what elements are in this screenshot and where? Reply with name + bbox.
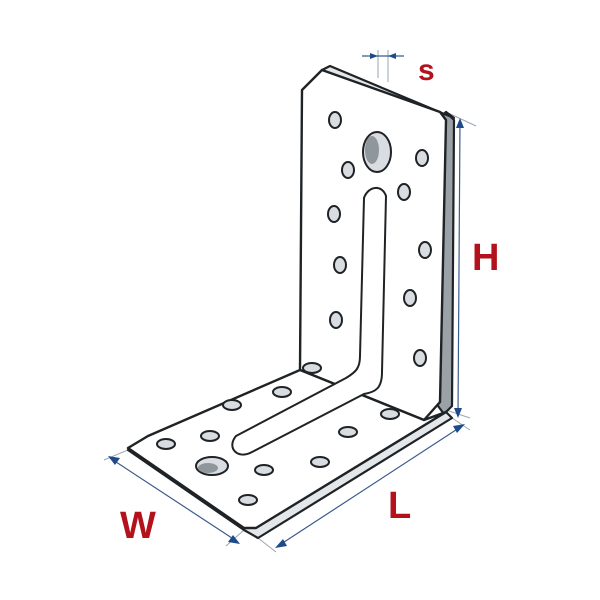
hole xyxy=(254,464,274,476)
l-arrow-right xyxy=(453,424,465,433)
h-arrow-top xyxy=(456,118,464,128)
hole xyxy=(338,426,358,438)
hole xyxy=(329,311,343,329)
h-arrow-bottom xyxy=(454,408,462,418)
w-arrow-top xyxy=(108,456,120,465)
hole xyxy=(238,494,258,506)
label-s: s xyxy=(418,54,435,87)
hole xyxy=(333,256,347,274)
hole xyxy=(397,183,411,201)
hole xyxy=(327,205,341,223)
hole xyxy=(328,111,342,129)
s-arrow-left xyxy=(370,53,378,59)
large-hole-shade xyxy=(365,136,379,164)
label-l: L xyxy=(388,485,411,527)
hole xyxy=(156,438,176,450)
large-hole-shade xyxy=(198,463,218,473)
hole xyxy=(403,289,417,307)
hole xyxy=(310,456,330,468)
horizontal-leg-face xyxy=(126,368,448,530)
vertical-leg-holes xyxy=(327,111,432,367)
s-arrow-right xyxy=(388,53,396,59)
hole xyxy=(415,149,429,167)
hole xyxy=(302,362,322,374)
hole xyxy=(413,349,427,367)
hole xyxy=(222,399,242,411)
label-h: H xyxy=(472,237,499,279)
dimension-labels: s H W L xyxy=(120,54,499,547)
rib-outline xyxy=(231,187,387,456)
label-w: W xyxy=(120,505,156,547)
hole xyxy=(341,161,355,179)
horizontal-leg-holes xyxy=(156,362,400,506)
l-arrow-left xyxy=(275,539,287,548)
w-arrow-bottom xyxy=(228,535,240,544)
hole xyxy=(200,430,220,442)
hole xyxy=(380,408,400,420)
hole xyxy=(418,241,432,259)
reinforcement-rib xyxy=(231,187,387,456)
horizontal-leg xyxy=(126,368,454,540)
dimension-lines xyxy=(108,53,465,548)
hole xyxy=(272,386,292,398)
